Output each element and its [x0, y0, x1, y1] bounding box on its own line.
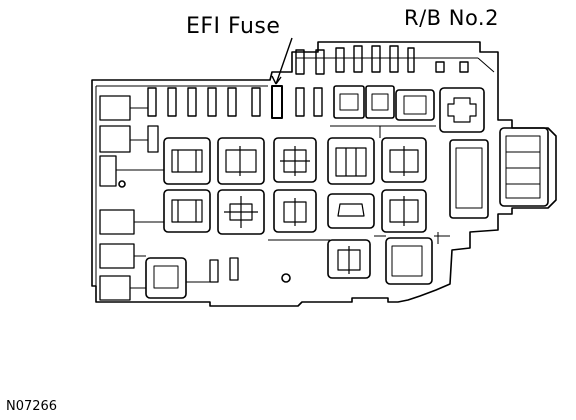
- fuse: [251, 87, 261, 117]
- connector: [99, 243, 135, 269]
- efi-fuse-label: EFI Fuse: [186, 14, 281, 39]
- fuse: [315, 49, 325, 75]
- relay: [145, 257, 187, 299]
- relay-pins: [337, 246, 361, 274]
- fuse: [147, 87, 157, 117]
- relay-row-middle: [163, 137, 427, 185]
- fuse: [187, 87, 197, 117]
- housing-outline: [91, 41, 557, 307]
- fuse: [389, 45, 399, 73]
- trace-lines: [116, 107, 450, 289]
- connector: [99, 95, 131, 121]
- relay-body: [339, 93, 359, 111]
- connector: [499, 127, 549, 207]
- relay: [327, 137, 375, 185]
- relay: [273, 189, 317, 233]
- fuse: [229, 257, 239, 281]
- connector: [99, 275, 131, 301]
- fuse: [313, 87, 323, 117]
- relay: [365, 85, 395, 119]
- relay: [381, 189, 427, 233]
- relay: [163, 137, 211, 185]
- left-connectors: [99, 95, 159, 301]
- fuse: [353, 45, 363, 73]
- connector: [99, 125, 131, 153]
- fuse: [295, 49, 305, 75]
- relay-body: [403, 95, 427, 115]
- relay: [381, 137, 427, 183]
- fuse: [207, 87, 217, 117]
- connector-inner: [505, 135, 541, 199]
- fuse: [335, 47, 345, 73]
- relay-row-lower: [163, 189, 427, 235]
- fuse: [227, 87, 237, 117]
- fuse: [147, 125, 159, 153]
- connector: [449, 139, 489, 219]
- fuse: [295, 87, 305, 117]
- relay-pins: [171, 146, 419, 177]
- right-connectors: [449, 127, 549, 219]
- relay-row-bottom: [118, 180, 433, 299]
- connector: [99, 209, 135, 235]
- relay: [163, 189, 211, 233]
- fuse: [435, 61, 445, 73]
- relay-cross: [447, 97, 477, 123]
- fuse: [407, 47, 415, 73]
- fuse: [209, 259, 219, 283]
- relay: [217, 137, 265, 185]
- fuse-row-upper: [295, 45, 469, 75]
- relay-body: [391, 245, 423, 277]
- relay: [385, 237, 433, 285]
- relay: [327, 193, 375, 229]
- relay-body: [371, 93, 389, 111]
- relay: [395, 89, 435, 121]
- connector-inner: [455, 147, 483, 209]
- relay-pins: [171, 196, 419, 228]
- relay: [273, 137, 317, 183]
- relay: [217, 189, 265, 235]
- mount-bolt: [118, 180, 126, 188]
- relay: [333, 85, 365, 119]
- fuse-row-left: [147, 85, 323, 119]
- relay: [327, 239, 371, 279]
- relay: [439, 87, 485, 133]
- efi-fuse: [271, 85, 283, 119]
- figure-code: N07266: [6, 399, 58, 414]
- relay-body: [153, 265, 179, 289]
- fuse: [459, 61, 469, 73]
- connector: [99, 155, 117, 187]
- fuse: [167, 87, 177, 117]
- fuse: [371, 45, 381, 73]
- mount-bolt: [281, 273, 291, 283]
- housing-inner-edge: [95, 57, 495, 296]
- relays-upper-right: [333, 85, 485, 133]
- relay-block-label: R/B No.2: [404, 6, 499, 30]
- efi-leader-line: [271, 37, 293, 85]
